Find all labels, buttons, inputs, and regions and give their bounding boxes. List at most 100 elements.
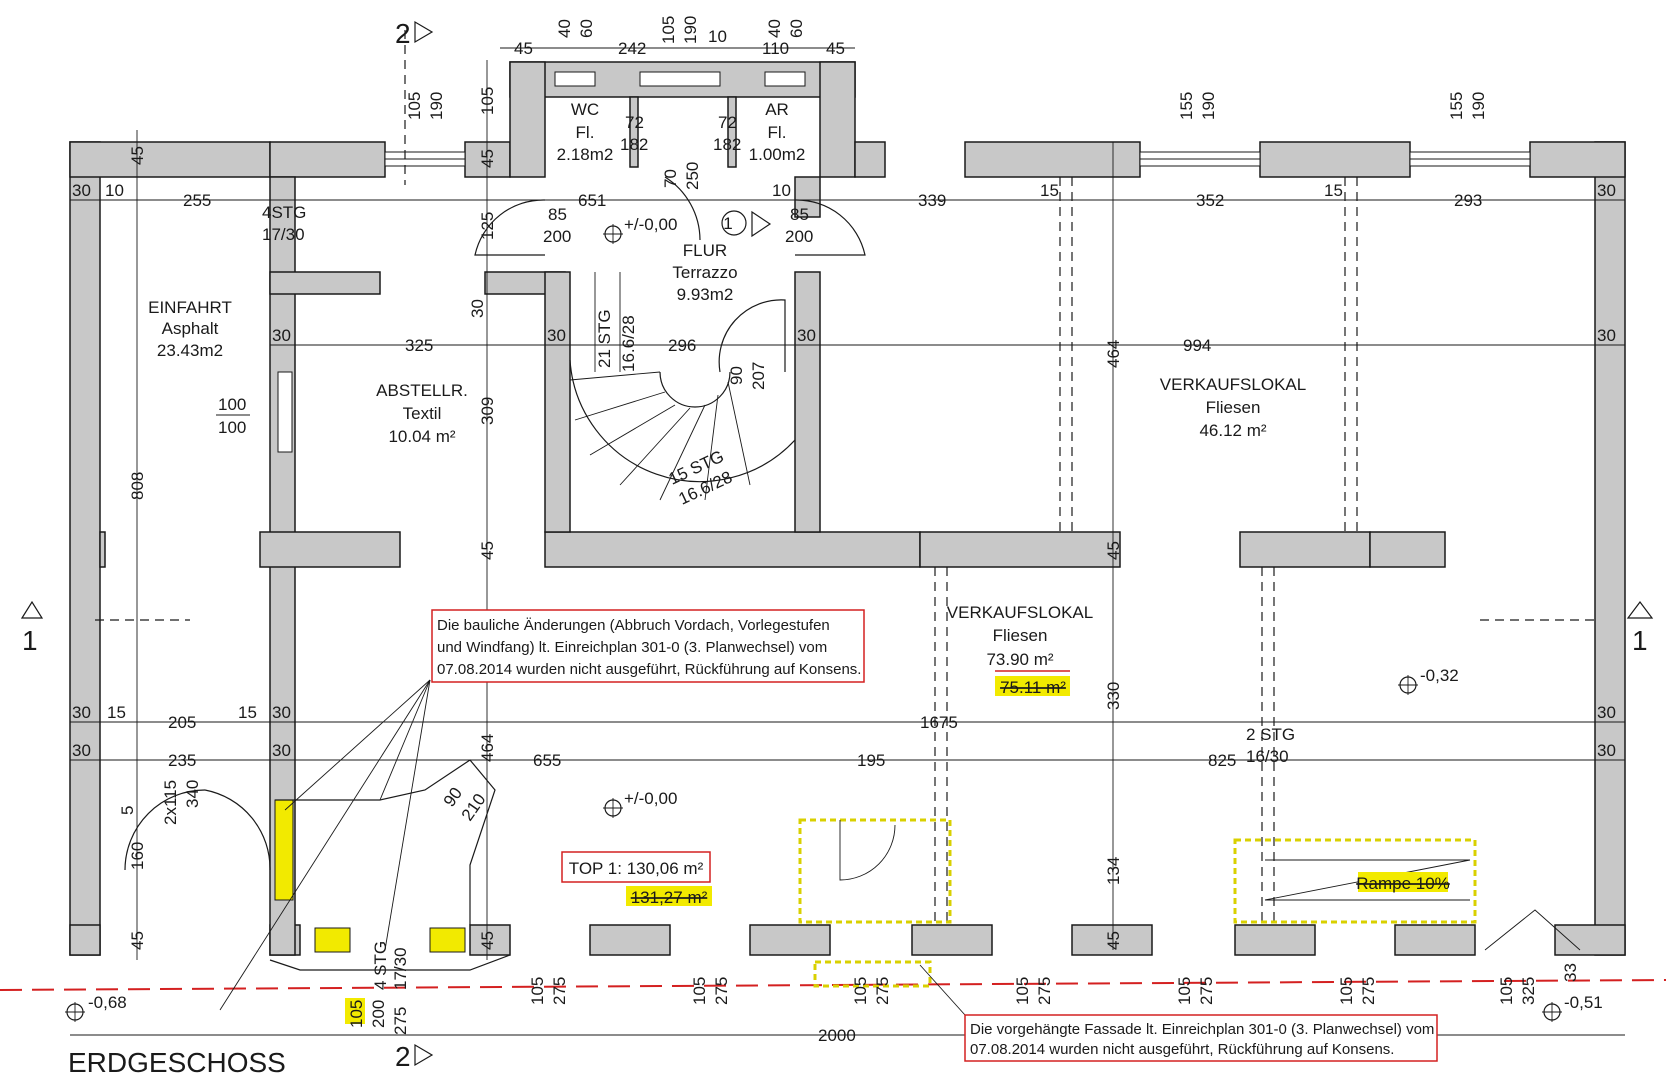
wall-core-right [819, 61, 856, 178]
dim-label: 10 [105, 181, 124, 200]
dim-label: 275 [391, 1007, 410, 1035]
room-name: FLUR [683, 241, 727, 260]
room-finish: Fl. [768, 123, 787, 142]
wall-bot-4 [589, 924, 671, 956]
dim-label: 105 [478, 87, 497, 115]
room-finish: Fl. [576, 123, 595, 142]
room-finish: Terrazzo [672, 263, 737, 282]
dim-label: 275 [1197, 977, 1216, 1005]
dim-label: 15 [238, 703, 257, 722]
dim-label: 110 [762, 39, 789, 58]
dim-label: 325 [405, 336, 433, 355]
room-area: 10.04 m² [388, 427, 455, 446]
dim-label: 15 [1324, 181, 1343, 200]
room-finish: Fliesen [1206, 398, 1261, 417]
wall-cross-4 [1239, 531, 1371, 568]
top1-new: 131,27 m² [631, 888, 708, 907]
room-area: 46.12 m² [1199, 421, 1266, 440]
dim-label: 40 [555, 19, 574, 38]
section-mark-top: 2 [395, 18, 411, 49]
wall-top-2 [269, 141, 386, 178]
dim-label: 45 [128, 146, 147, 165]
dim-label: 45 [514, 39, 533, 58]
section-markers [20, 20, 1654, 1067]
dim-label: 250 [683, 162, 702, 190]
dim-label: 105 [1013, 977, 1032, 1005]
dim-label: 339 [918, 191, 946, 210]
dim-label: 190 [681, 16, 700, 44]
dim-label: 30 [468, 299, 487, 318]
note-2: Die vorgehängte Fassade lt. Einreichplan… [964, 1014, 1438, 1062]
note-line: 07.08.2014 wurden nicht ausgeführt, Rück… [437, 661, 861, 678]
dim-label: 85 [790, 205, 809, 224]
entrance-outline [269, 954, 511, 971]
dim-label: 275 [1035, 977, 1054, 1005]
dim-label: 30 [272, 741, 291, 760]
room-area: 23.43m2 [157, 341, 223, 360]
dim-label: 105 [1497, 977, 1516, 1005]
dim-label: 30 [797, 326, 816, 345]
wall-bot-5 [749, 924, 831, 956]
wall-cross-2 [544, 531, 921, 568]
dim-label: 1675 [920, 713, 958, 732]
section-mark-bottom: 2 [395, 1041, 411, 1072]
note-line: Die vorgehängte Fassade lt. Einreichplan… [970, 1021, 1434, 1038]
note-line: Die bauliche Änderungen (Abbruch Vordach… [437, 617, 830, 634]
dim-label: 30 [1597, 181, 1616, 200]
note-line: und Windfang) lt. Einreichplan 301-0 (3.… [437, 639, 827, 656]
dim-label: 30 [272, 326, 291, 345]
dim-label: 275 [1359, 977, 1378, 1005]
section-mark-left: 1 [22, 625, 38, 656]
dim-label: 808 [128, 472, 147, 500]
dim-label: 195 [857, 751, 885, 770]
dim-label: 340 [183, 780, 202, 808]
dim-label: 45 [1104, 541, 1123, 560]
windows [277, 71, 1531, 453]
room-area: 9.93m2 [677, 285, 734, 304]
dim-label: 293 [1454, 191, 1482, 210]
walls [69, 61, 1626, 956]
dim-label: 105 [1175, 977, 1194, 1005]
wall-top-6 [1259, 141, 1411, 178]
marker-number: 1 [723, 214, 732, 233]
room-area: 73.90 m² [986, 650, 1053, 669]
dim-label: 45 [128, 931, 147, 950]
wall-top-5 [964, 141, 1141, 178]
dim-label: 200 [785, 227, 813, 246]
wall-wc-ar-1 [629, 96, 639, 168]
stair-rise: 17/30 [262, 225, 305, 244]
dim-label: 242 [618, 39, 646, 58]
dim-label: 45 [478, 149, 497, 168]
room-finish: Textil [403, 404, 442, 423]
dim-label: 60 [787, 19, 806, 38]
dim-label: 30 [1597, 326, 1616, 345]
dim-label: 655 [533, 751, 561, 770]
stair-steps: 2 STG [1246, 725, 1295, 744]
dim-label: 72 [718, 113, 737, 132]
top1-box [561, 851, 711, 883]
wall-right [1594, 141, 1626, 956]
dim-label: 40 [765, 19, 784, 38]
dim-label: 190 [1469, 92, 1488, 120]
dim-label: 100 [218, 418, 246, 437]
wall-top-7 [1529, 141, 1626, 178]
dim-label: 30 [1597, 741, 1616, 760]
dim-label: 45 [826, 39, 845, 58]
dim-label: 155 [1177, 92, 1196, 120]
room-area-new: 75.11 m² [1000, 678, 1066, 697]
dim-label: 825 [1208, 751, 1236, 770]
note-line: 07.08.2014 wurden nicht ausgeführt, Rück… [970, 1041, 1394, 1058]
dim-label: 255 [183, 191, 211, 210]
dim-label: 651 [578, 191, 606, 210]
dim-label: 45 [478, 541, 497, 560]
level-label: +/-0,00 [624, 215, 677, 234]
dim-label: 994 [1183, 336, 1211, 355]
wall-stair-left [544, 271, 571, 533]
level-label: -0,51 [1564, 993, 1603, 1012]
stair-rise: 16.6/28 [619, 315, 638, 372]
dim-label: 105 [690, 977, 709, 1005]
dim-label: 134 [1104, 857, 1123, 885]
dim-label: 275 [873, 977, 892, 1005]
dim-label: 325 [1519, 977, 1538, 1005]
room-name: ABSTELLR. [376, 381, 468, 400]
